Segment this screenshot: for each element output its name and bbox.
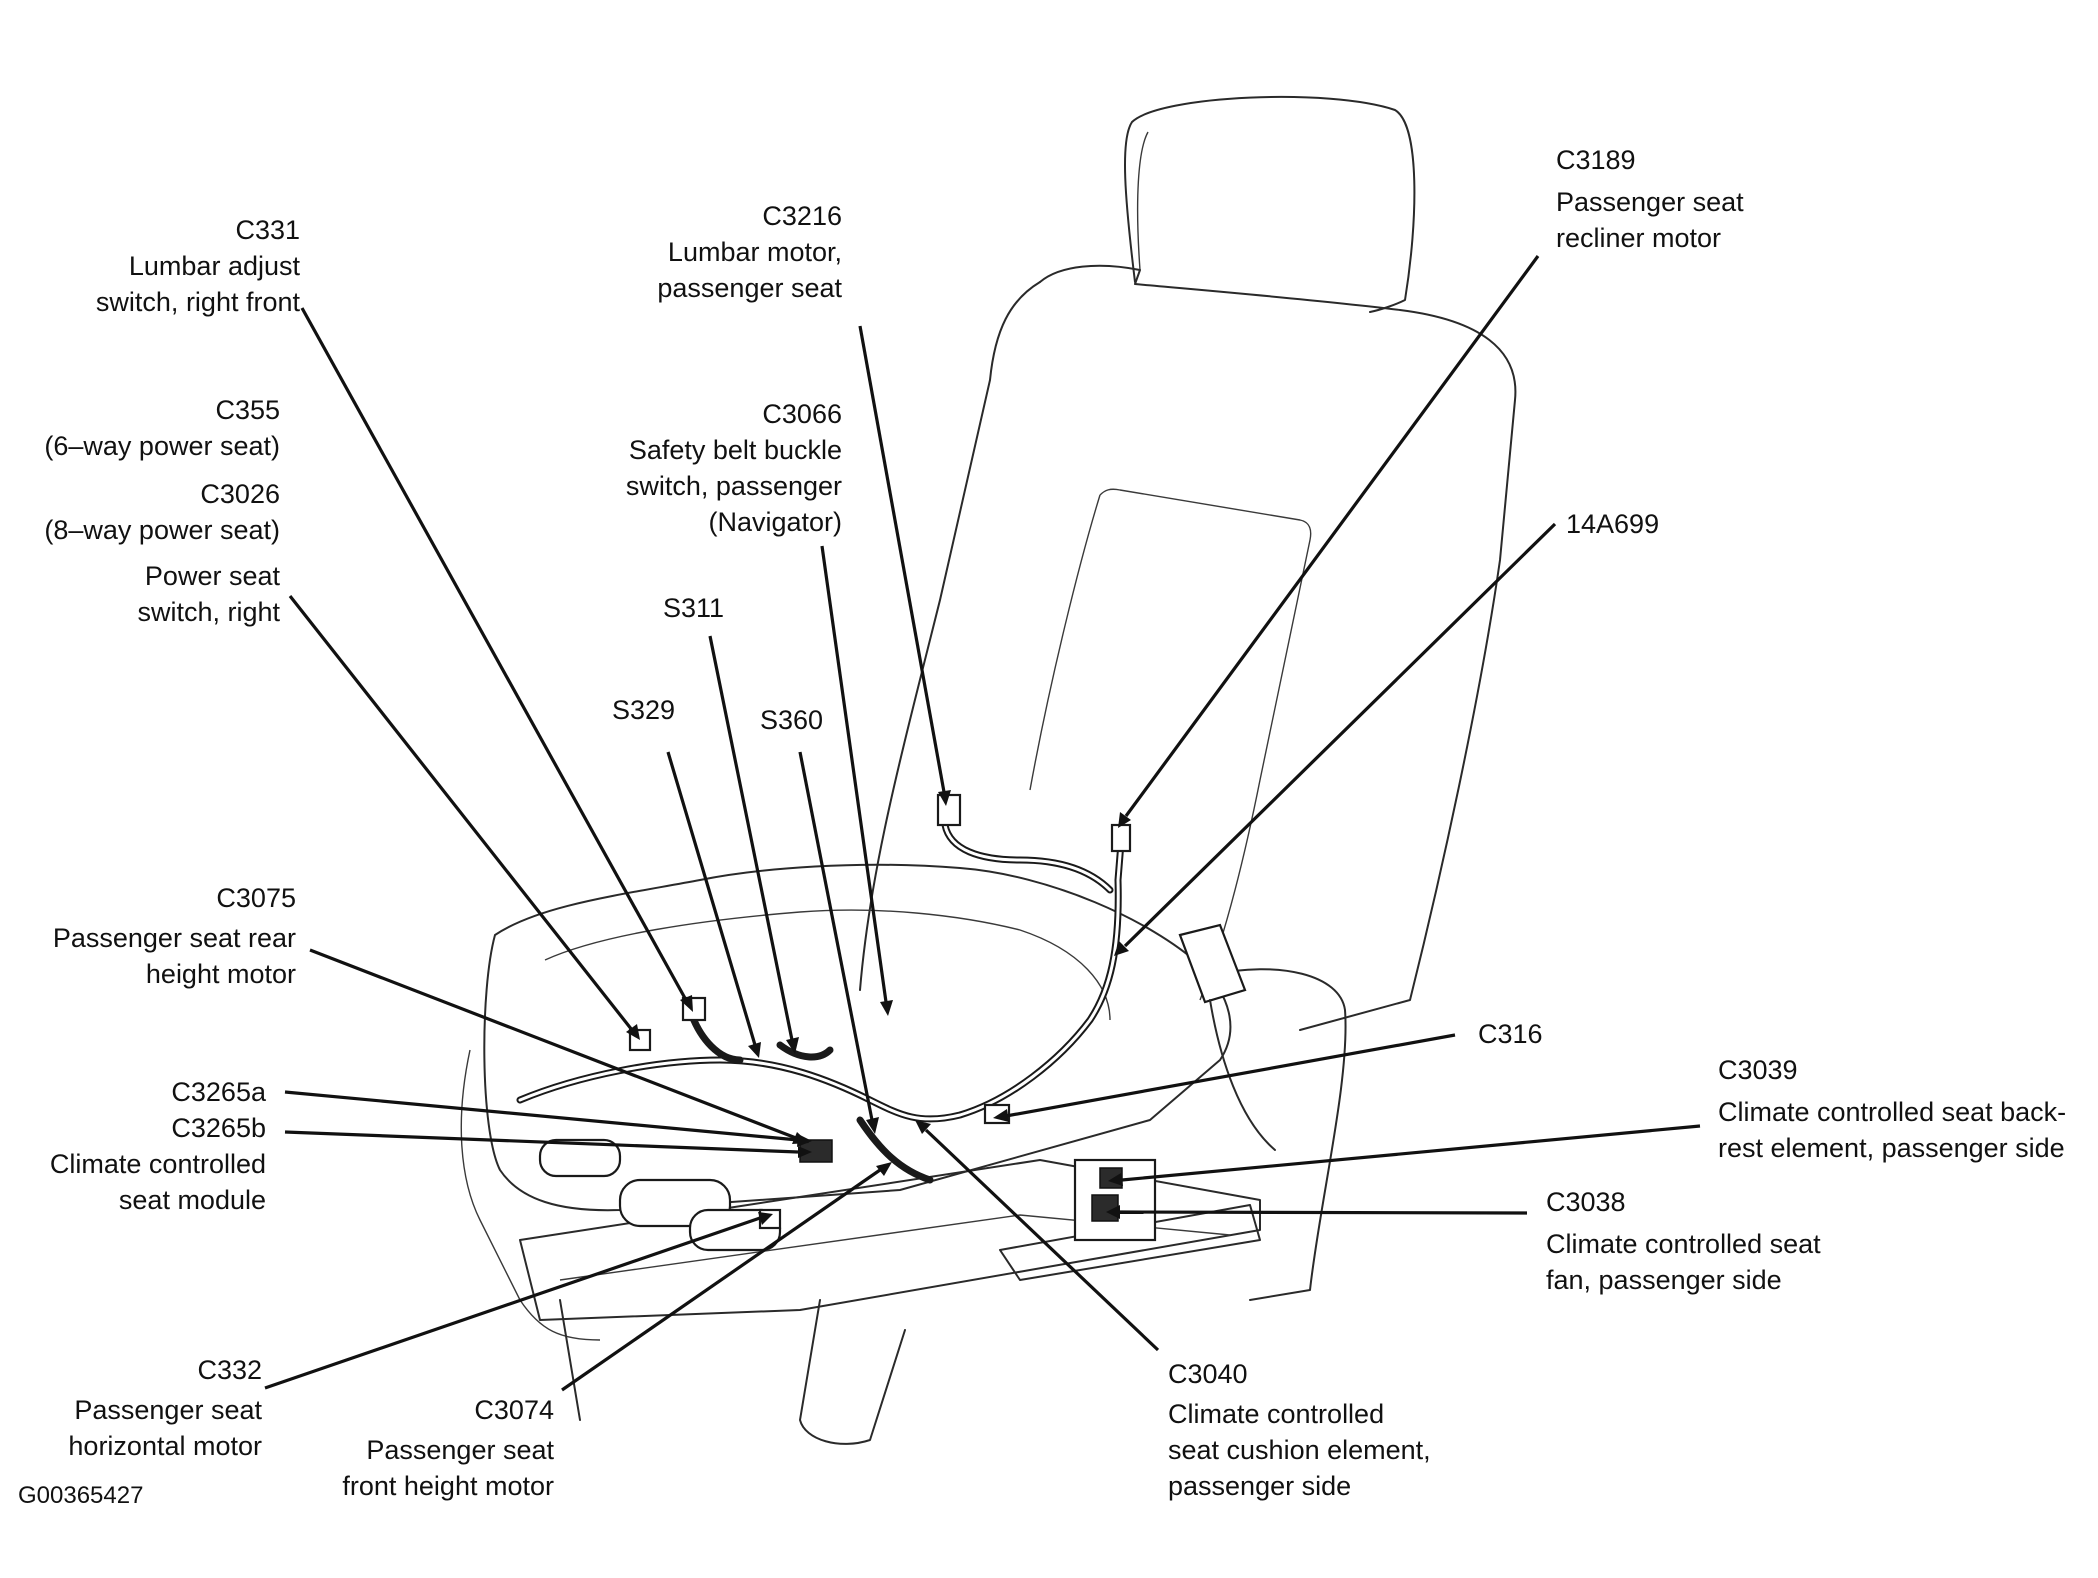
seat-track-right	[999, 1204, 1261, 1281]
callout-c355-c3026: C355 (6–way power seat) C3026 (8–way pow…	[20, 392, 280, 630]
seatbelt-stalk	[1209, 999, 1276, 1151]
callout-c3216-id: C3216	[762, 201, 842, 231]
seatback-panel	[1099, 488, 1312, 1001]
callout-c3038-desc-2: fan, passenger side	[1546, 1265, 1782, 1295]
callout-c3039-desc-2: rest element, passenger side	[1718, 1133, 2065, 1163]
seatback-outline	[1039, 264, 1517, 1031]
callout-c3074-id: C3074	[474, 1395, 554, 1425]
callout-c3066-desc-3: (Navigator)	[708, 507, 842, 537]
cushion-insert	[544, 909, 1111, 1021]
cushion-right-bolster	[1209, 968, 1347, 1301]
callout-c332-id: C332	[197, 1355, 262, 1385]
seatbelt-buckle	[1178, 923, 1247, 1004]
callout-c3216-desc-1: Lumbar motor,	[667, 237, 842, 267]
callout-c3074: C3074 Passenger seat front height motor	[310, 1392, 554, 1504]
callout-c3265: C3265a C3265b Climate controlled seat mo…	[20, 1074, 266, 1218]
seat-riser-front	[799, 1299, 906, 1445]
callout-power-seat-2: switch, right	[137, 597, 280, 627]
callout-power-seat-1: Power seat	[144, 561, 280, 591]
callout-c332-desc-2: horizontal motor	[68, 1431, 262, 1461]
callout-c3074-desc-1: Passenger seat	[366, 1435, 554, 1465]
callout-c3074-desc-2: front height motor	[342, 1471, 554, 1501]
lumbar-motor-connector	[936, 793, 962, 827]
callout-14a699: 14A699	[1566, 506, 1659, 542]
cushion-outline	[483, 863, 1232, 1212]
callout-c3075: C3075 Passenger seat rear height motor	[20, 880, 296, 992]
callout-c3075-desc-2: height motor	[145, 959, 296, 989]
callout-c3039: C3039 Climate controlled seat back- rest…	[1718, 1052, 2066, 1166]
callout-c3265a-id: C3265a	[171, 1077, 266, 1107]
headrest-inner	[1136, 131, 1149, 271]
callout-c3066-desc-1: Safety belt buckle	[628, 435, 842, 465]
callout-s360: S360	[760, 702, 823, 738]
callout-c3189: C3189 Passenger seat recliner motor	[1556, 142, 1816, 256]
recliner-motor-connector	[1110, 823, 1132, 853]
callout-c332-desc-1: Passenger seat	[74, 1395, 262, 1425]
callout-s311-id: S311	[663, 593, 725, 623]
callout-s329: S329	[612, 692, 675, 728]
callout-c3075-id: C3075	[216, 883, 296, 913]
callout-c3040-id: C3040	[1168, 1359, 1248, 1389]
callout-c3039-desc-1: Climate controlled seat back-	[1718, 1097, 2067, 1127]
callout-s329-id: S329	[612, 695, 676, 725]
callout-c3189-id: C3189	[1556, 145, 1636, 175]
headrest-outline	[1124, 95, 1416, 313]
callout-c3066: C3066 Safety belt buckle switch, passeng…	[580, 396, 842, 540]
seat-track-inner	[559, 1214, 1231, 1281]
callout-s360-id: S360	[760, 705, 824, 735]
callout-c331-desc-1: Lumbar adjust	[128, 251, 300, 281]
cushion-side	[460, 1049, 601, 1341]
callout-c3189-desc-2: recliner motor	[1556, 223, 1722, 253]
callout-c3038: C3038 Climate controlled seat fan, passe…	[1546, 1184, 1821, 1298]
callout-c3038-id: C3038	[1546, 1187, 1626, 1217]
callout-c3075-desc-1: Passenger seat rear	[52, 923, 296, 953]
callout-c316: C316	[1478, 1016, 1543, 1052]
callout-c331-desc-2: switch, right front	[95, 287, 300, 317]
callout-c3026-desc: (8–way power seat)	[44, 515, 280, 545]
callout-c3040-desc-3: passenger side	[1168, 1471, 1352, 1501]
figure-id: G00365427	[18, 1482, 144, 1509]
callout-c3265-desc-1: Climate controlled	[49, 1149, 266, 1179]
callout-c3026-id: C3026	[200, 479, 280, 509]
callout-c3265-desc-2: seat module	[118, 1185, 266, 1215]
callout-s311: S311	[663, 590, 724, 626]
rear-height-motor	[538, 1138, 622, 1178]
leader-lines	[264, 255, 1701, 1392]
callout-c3038-desc-1: Climate controlled seat	[1546, 1229, 1821, 1259]
callout-c3040: C3040 Climate controlled seat cushion el…	[1168, 1356, 1431, 1504]
callout-c3066-id: C3066	[762, 399, 842, 429]
callout-c331-id: C331	[235, 215, 300, 245]
callout-c3040-desc-2: seat cushion element,	[1168, 1435, 1431, 1465]
callout-c332: C332 Passenger seat horizontal motor	[20, 1352, 262, 1464]
seat-track-left	[519, 1159, 1261, 1321]
seat-riser-rear	[559, 1299, 581, 1421]
callout-c355-id: C355	[215, 395, 280, 425]
seatback-side-bolster	[1029, 494, 1101, 791]
callout-c331: C331 Lumbar adjust switch, right front	[60, 212, 300, 320]
callout-c3189-desc-1: Passenger seat	[1556, 187, 1744, 217]
callout-c3066-desc-2: switch, passenger	[625, 471, 842, 501]
callout-c3040-desc-1: Climate controlled	[1168, 1399, 1385, 1429]
callout-14a699-id: 14A699	[1566, 509, 1660, 539]
callout-c355-desc: (6–way power seat)	[44, 431, 280, 461]
callout-c3216: C3216 Lumbar motor, passenger seat	[610, 198, 842, 306]
callout-c316-id: C316	[1478, 1019, 1543, 1049]
callout-c3039-id: C3039	[1718, 1055, 1798, 1085]
seatback-left-edge	[859, 281, 1041, 991]
callout-c3216-desc-2: passenger seat	[657, 273, 842, 303]
callout-c3265b-id: C3265b	[171, 1113, 266, 1143]
